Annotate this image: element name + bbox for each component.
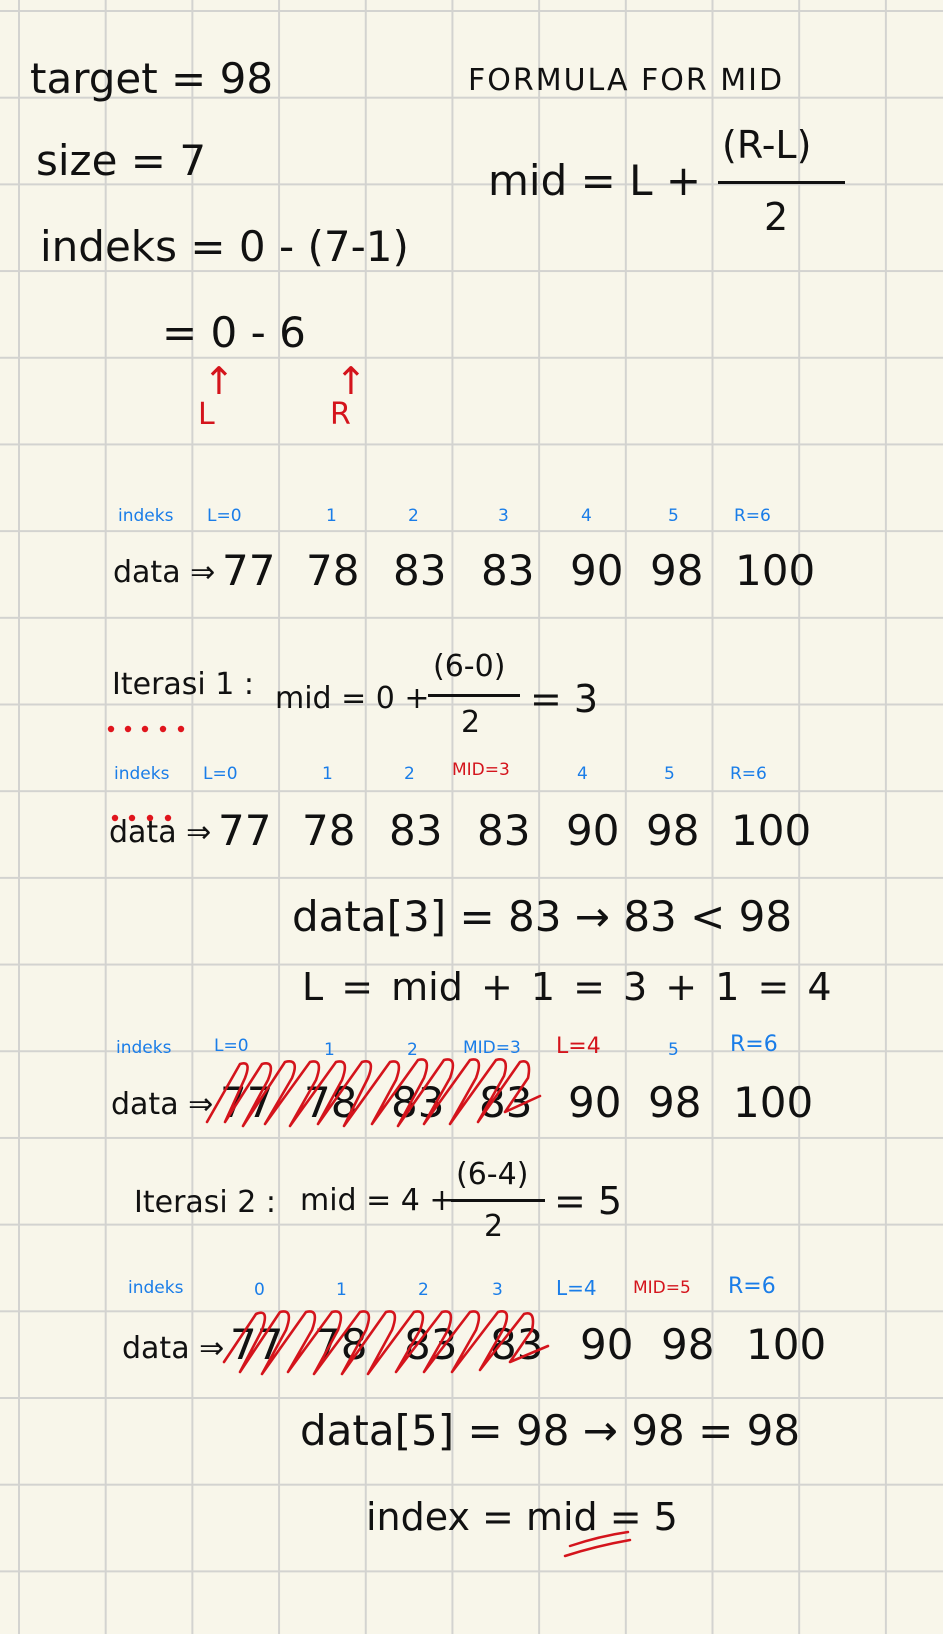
array-cell: 77 — [222, 546, 276, 595]
array-cell: 83 — [389, 806, 443, 855]
indeks-label: indeks — [128, 1278, 184, 1298]
index-label: 2 — [418, 1280, 429, 1300]
iteration-2-result: = 5 — [554, 1179, 623, 1223]
update-left-pointer: L = mid + 1 = 3 + 1 = 4 — [302, 965, 832, 1009]
indeks-label: indeks — [118, 506, 174, 526]
array-cell: 90 — [580, 1320, 634, 1369]
size-line: size = 7 — [36, 136, 207, 185]
array-cell: 90 — [570, 546, 624, 595]
array-cell: 98 — [646, 806, 700, 855]
index-label: MID=3 — [463, 1038, 521, 1058]
index-label: 2 — [407, 1040, 418, 1060]
iteration-2-denominator: 2 — [484, 1209, 504, 1244]
index-label: 1 — [324, 1040, 335, 1060]
array-cell: 98 — [648, 1078, 702, 1127]
index-label: L=0 — [207, 506, 242, 526]
array-cell-eliminated: 83 — [391, 1078, 445, 1127]
array-cell: 83 — [477, 806, 531, 855]
data-label: data ⇒ — [109, 815, 212, 850]
array-cell: 90 — [566, 806, 620, 855]
index-label: 4 — [581, 506, 592, 526]
array-cell: 90 — [568, 1078, 622, 1127]
array-cell: 100 — [735, 546, 816, 595]
red-dot-underline — [107, 725, 185, 733]
index-label: 0 — [254, 1280, 265, 1300]
right-pointer-label: R — [330, 397, 351, 432]
array-cell: 98 — [650, 546, 704, 595]
formula-denominator: 2 — [764, 195, 789, 239]
index-label: R=6 — [730, 1032, 778, 1057]
index-label: 2 — [404, 764, 415, 784]
array-cell: 77 — [218, 806, 272, 855]
index-label: 5 — [668, 506, 679, 526]
index-label: 5 — [664, 764, 675, 784]
iteration-2-label: Iterasi 2 : — [134, 1185, 277, 1220]
index-label: 1 — [326, 506, 337, 526]
array-cell: 78 — [306, 546, 360, 595]
indeks-label: indeks — [116, 1038, 172, 1058]
iteration-1-result: = 3 — [530, 677, 599, 721]
array-cell: 83 — [393, 546, 447, 595]
iteration-2-fraction-bar — [451, 1199, 545, 1202]
array-cell-eliminated: 83 — [404, 1320, 458, 1369]
array-cell: 100 — [731, 806, 812, 855]
data-label: data ⇒ — [122, 1331, 225, 1366]
array-cell: 100 — [733, 1078, 814, 1127]
index-label: R=6 — [730, 764, 767, 784]
index-label: 3 — [498, 506, 509, 526]
index-label: 3 — [492, 1280, 503, 1300]
iteration-1-numerator: (6-0) — [433, 649, 506, 684]
data-label: data ⇒ — [111, 1087, 214, 1122]
iteration-1-lhs: mid = 0 + — [275, 681, 430, 716]
index-label: 5 — [668, 1040, 679, 1060]
arrow-up-icon-right: ↑ — [335, 359, 367, 403]
index-label: 2 — [408, 506, 419, 526]
array-cell-found: 98 — [661, 1320, 715, 1369]
formula-numerator: (R-L) — [722, 123, 812, 167]
iteration-2-lhs: mid = 4 + — [300, 1183, 455, 1218]
array-cell: 78 — [302, 806, 356, 855]
final-result: index = mid = 5 — [366, 1495, 678, 1539]
index-label: L=0 — [203, 764, 238, 784]
array-cell-eliminated: 78 — [314, 1320, 368, 1369]
indeks-range-line: indeks = 0 - (7-1) — [40, 222, 409, 271]
right-pointer-label: R=6 — [728, 1274, 776, 1299]
iteration-1-denominator: 2 — [461, 705, 481, 740]
array-cell: 83 — [481, 546, 535, 595]
array-cell: 100 — [746, 1320, 827, 1369]
range-line: = 0 - 6 — [162, 308, 306, 357]
array-cell-eliminated: 83 — [490, 1320, 544, 1369]
left-pointer-label: L=4 — [556, 1276, 597, 1300]
data-label: data ⇒ — [113, 555, 216, 590]
iteration-2-numerator: (6-4) — [456, 1157, 529, 1192]
left-pointer-label: L — [198, 397, 215, 432]
target-line: target = 98 — [30, 54, 274, 103]
formula-fraction-bar — [718, 181, 845, 184]
formula-lhs: mid = L + — [488, 156, 702, 205]
mid-pointer-label: MID=5 — [633, 1278, 691, 1298]
mid-pointer-label: MID=3 — [452, 760, 510, 780]
new-left-pointer-label: L=4 — [556, 1034, 601, 1059]
comparison-2: data[5] = 98 → 98 = 98 — [300, 1406, 801, 1455]
comparison-1: data[3] = 83 → 83 < 98 — [292, 892, 793, 941]
arrow-up-icon-left: ↑ — [203, 359, 235, 403]
array-cell-eliminated: 77 — [230, 1320, 284, 1369]
array-cell-eliminated: 77 — [220, 1078, 274, 1127]
index-label: 1 — [322, 764, 333, 784]
index-label: L=0 — [214, 1036, 249, 1056]
indeks-label: indeks — [114, 764, 170, 784]
iteration-1-label: Iterasi 1 : — [112, 667, 255, 702]
iteration-1-fraction-bar — [428, 694, 520, 697]
index-label: 1 — [336, 1280, 347, 1300]
index-label: R=6 — [734, 506, 771, 526]
array-cell-eliminated: 78 — [304, 1078, 358, 1127]
array-cell-eliminated: 83 — [479, 1078, 533, 1127]
index-label: 4 — [577, 764, 588, 784]
formula-title: FORMULA FOR MID — [468, 63, 785, 98]
